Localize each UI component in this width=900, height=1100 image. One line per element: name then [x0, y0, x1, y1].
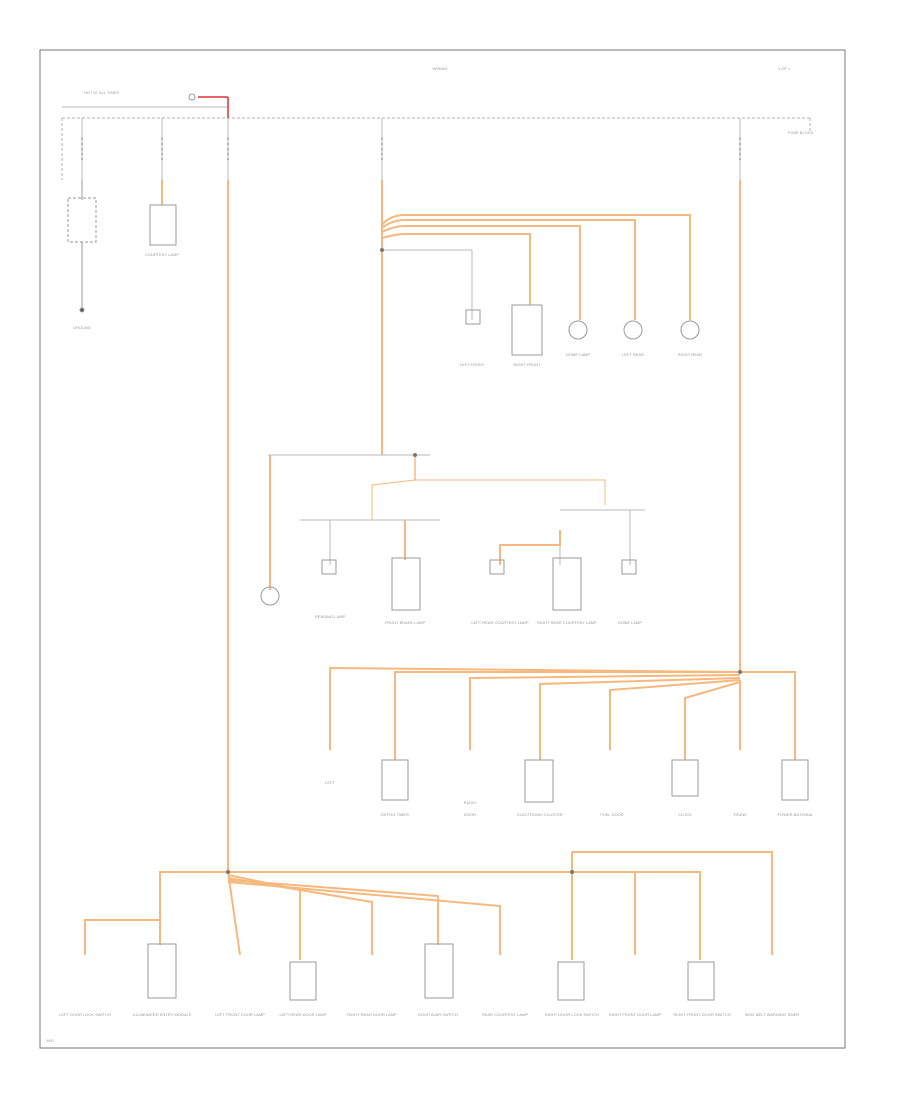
fuse-block-label: FUSE BLOCK	[788, 130, 814, 135]
ground-label: GROUND	[73, 325, 91, 330]
right-harness	[329, 666, 796, 760]
mid-front-brake: FRONT BRAKE LAMP	[384, 620, 426, 625]
right-row-0: LEFT	[325, 780, 335, 785]
mid-dome: DOME LAMP	[617, 620, 643, 625]
page-number: 1 OF 1	[778, 66, 791, 71]
bottom-7: RIGHT DOOR LOCK SWITCH	[544, 1012, 600, 1017]
main-feeds	[227, 180, 741, 872]
right-row-3: DOOR	[464, 812, 476, 817]
upper-right-rear: RIGHT REAR	[677, 352, 703, 357]
upper-left-rear: LEFT REAR	[622, 352, 644, 357]
diagram-frame	[39, 49, 846, 1049]
bottom-3: LEFT REAR DOOR LAMP	[279, 1012, 327, 1017]
upper-components	[465, 304, 700, 356]
right-row-5: FUEL DOOR	[600, 812, 624, 817]
module-top	[149, 180, 177, 246]
bottom-harness	[84, 851, 773, 960]
hot-feed	[62, 93, 229, 118]
footer-code: W/D	[46, 1038, 54, 1043]
mid-right-rear-courtesy: RIGHT REAR COURTESY LAMP	[537, 620, 597, 625]
mid-harness	[268, 454, 645, 590]
courtesy-switch-left	[67, 180, 97, 313]
right-row-6: CLOCK	[678, 812, 692, 817]
upper-dome: DOME LAMP	[565, 352, 591, 357]
fuses	[81, 118, 741, 180]
bottom-0: LEFT DOOR LOCK SWITCH	[59, 1012, 111, 1017]
bottom-8: RIGHT FRONT DOOR LAMP	[608, 1012, 662, 1017]
bottom-2: LEFT FRONT DOOR LAMP	[215, 1012, 265, 1017]
bottom-1: ILLUMINATED ENTRY MODULE	[132, 1012, 192, 1017]
mid-reading-lamp: READING LAMP	[314, 614, 346, 619]
courtesy-lamp-label: COURTESY LAMP	[144, 252, 180, 257]
right-components	[381, 759, 809, 803]
bottom-components	[147, 943, 715, 1001]
upper-right-front: RIGHT FRONT	[513, 362, 541, 367]
diagram-title: WIRING	[432, 66, 448, 71]
mid-left-rear-courtesy: LEFT REAR COURTESY LAMP	[471, 620, 529, 625]
bottom-10: SEAT BELT WARNING TIMER	[744, 1012, 800, 1017]
fuse-block-note: HOT AT ALL TIMES	[84, 90, 120, 95]
bottom-4: RIGHT REAR DOOR LAMP	[347, 1012, 397, 1017]
fuse-block	[61, 117, 811, 180]
right-row-2: RADIO	[463, 800, 477, 805]
right-row-4: ELECTRONIC CLUSTER	[517, 812, 563, 817]
bottom-5: DOOR AJAR SWITCH	[417, 1012, 459, 1017]
mid-components	[260, 557, 637, 611]
upper-harness	[381, 214, 691, 320]
splices	[226, 248, 742, 874]
right-row-7: TRUNK	[733, 812, 747, 817]
right-row-1: DEFOG TIMER	[381, 812, 409, 817]
fuse-symbols	[81, 138, 741, 160]
right-row-8: POWER ANTENNA	[777, 812, 813, 817]
bottom-9: RIGHT FRONT DOOR SWITCH	[673, 1012, 731, 1017]
upper-left-front: LEFT FRONT	[459, 362, 485, 367]
bottom-6: REAR COURTESY LAMP	[481, 1012, 529, 1017]
